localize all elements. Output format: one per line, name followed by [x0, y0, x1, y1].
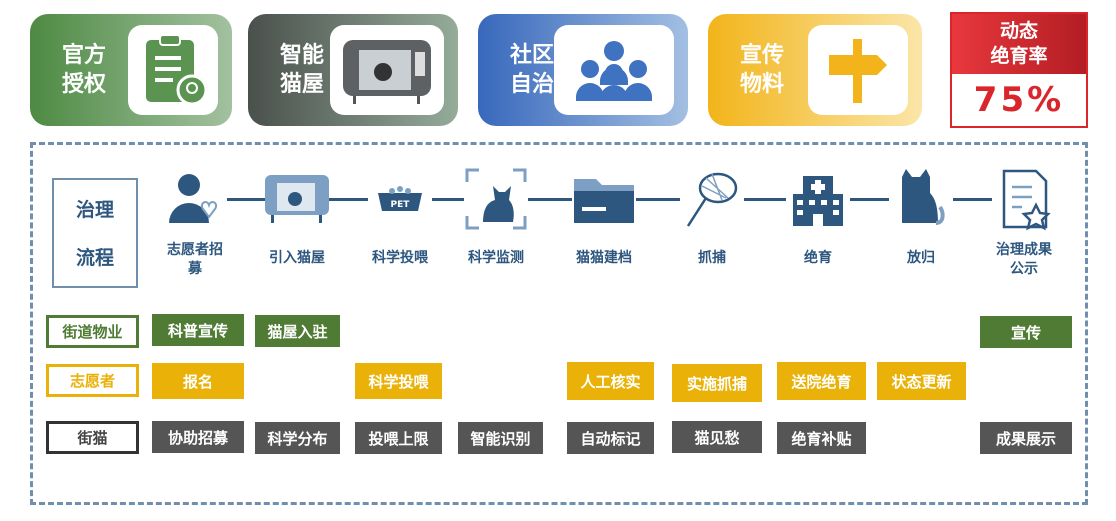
card-official-authorization: 官方授权 — [30, 14, 232, 126]
process-step: 放归 — [876, 165, 966, 268]
net-icon — [667, 165, 757, 233]
card-smart-cat-house: 智能猫屋 — [248, 14, 458, 126]
role-street-property: 街道物业 — [46, 315, 139, 348]
tag: 科学投喂 — [355, 363, 442, 399]
cat-scan-icon — [451, 165, 541, 233]
tag: 成果展示 — [980, 422, 1072, 454]
tag: 投喂上限 — [355, 422, 442, 454]
signpost-icon — [808, 25, 908, 115]
step-connector — [850, 198, 889, 201]
rate-title-line2: 绝育率 — [990, 45, 1048, 67]
cat-icon — [876, 165, 966, 233]
certificate-clipboard-icon — [128, 25, 218, 115]
hospital-icon — [773, 165, 863, 233]
process-step: 猫猫建档 — [559, 165, 649, 268]
tag: 科学分布 — [255, 422, 340, 454]
role-volunteer: 志愿者 — [46, 364, 139, 397]
step-connector — [953, 198, 992, 201]
tag: 猫屋入驻 — [255, 315, 340, 347]
process-step: 抓捕 — [667, 165, 757, 268]
card-label: 宣传物料 — [739, 43, 784, 97]
tag: 科普宣传 — [152, 314, 244, 346]
document-star-icon — [979, 165, 1069, 233]
process-step: 科学监测 — [451, 165, 541, 268]
tag: 自动标记 — [567, 422, 654, 454]
step-label: 科学监测 — [468, 250, 524, 266]
process-step: 志愿者招募 — [150, 165, 240, 279]
tag: 人工核实 — [567, 362, 654, 400]
card-community-autonomy: 社区自治 — [478, 14, 688, 126]
step-label: 绝育 — [804, 250, 832, 266]
step-label: 治理成果公示 — [996, 242, 1052, 277]
step-label: 猫猫建档 — [576, 250, 632, 266]
step-label: 科学投喂 — [372, 250, 428, 266]
smart-cat-house-image — [330, 25, 444, 115]
step-connector — [528, 198, 572, 201]
svg-text:PET: PET — [391, 200, 411, 210]
step-label: 志愿者招募 — [167, 242, 223, 277]
step-label: 抓捕 — [698, 250, 726, 266]
tag: 实施抓捕 — [672, 364, 762, 402]
rate-value: 75% — [973, 80, 1065, 120]
step-label: 引入猫屋 — [269, 250, 325, 266]
sterilization-rate-panel: 动态绝育率 75% — [950, 12, 1088, 128]
volunteer-heart-icon — [150, 165, 240, 233]
card-label: 官方授权 — [61, 43, 106, 97]
tag: 送院绝育 — [777, 362, 866, 400]
card-label: 智能猫屋 — [279, 43, 324, 97]
tag: 智能识别 — [458, 422, 543, 454]
process-step: PET 科学投喂 — [355, 165, 445, 268]
tag: 绝育补贴 — [777, 422, 866, 454]
step-label: 放归 — [907, 250, 935, 266]
tag: 报名 — [152, 363, 244, 399]
card-label: 社区自治 — [509, 43, 554, 97]
header-line1: 治理 — [75, 199, 114, 221]
role-street-cat: 街猫 — [46, 421, 139, 454]
step-connector — [744, 198, 786, 201]
community-people-icon — [554, 25, 674, 115]
step-connector — [329, 198, 368, 201]
cat-house-icon — [252, 165, 342, 233]
process-dashed-frame — [30, 142, 1088, 505]
tag: 宣传 — [980, 316, 1072, 348]
step-connector — [432, 198, 464, 201]
step-connector — [227, 198, 265, 201]
step-connector — [636, 198, 680, 201]
tag: 协助招募 — [152, 421, 244, 453]
header-line2: 流程 — [75, 247, 114, 269]
tag: 猫见愁 — [672, 421, 762, 453]
process-step: 治理成果公示 — [979, 165, 1069, 279]
process-step: 绝育 — [773, 165, 863, 268]
process-header: 治理流程 — [52, 178, 138, 288]
pet-food-bowl-icon: PET — [355, 165, 445, 233]
folder-icon — [559, 165, 649, 233]
tag: 状态更新 — [877, 362, 966, 400]
rate-title-line1: 动态 — [999, 20, 1038, 42]
card-promo-materials: 宣传物料 — [708, 14, 922, 126]
process-step: 引入猫屋 — [252, 165, 342, 268]
